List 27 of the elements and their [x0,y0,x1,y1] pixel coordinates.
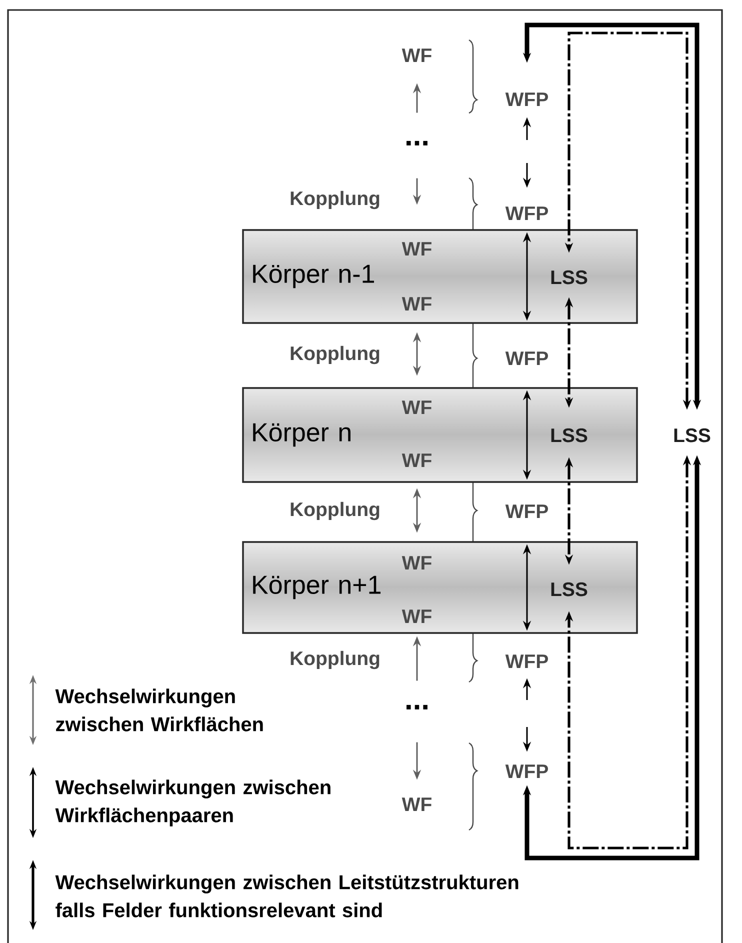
edge-label: Kopplung [288,344,382,366]
node-label: WFP [505,352,548,366]
node-label: WF [402,297,432,311]
edge-label: Kopplung [288,190,382,210]
legend-text: Wechselwirkungen zwischen Leitstützstrukturen falls Felder funktionsrelevant sind [55,874,518,918]
node-label: WFP [505,654,548,668]
node-label: WF [402,798,432,812]
node-label: WF [402,556,432,570]
legend-text: Wechselwirkungen zwischen Wirkflächenpaaren [55,780,330,826]
node-label: WFP [505,764,548,778]
node-label: WFP [505,504,548,518]
node-label: LSS [551,582,588,596]
node-label: WF [402,454,432,468]
legend-text: Wechselwirkungen zwischen Wirkflächen [55,688,263,732]
node-label: WF [402,610,432,624]
node-label: WF [402,242,432,256]
node-label: WFP [505,206,548,220]
node-label: WFP [505,92,548,106]
edge-label: Kopplung [288,500,382,522]
edge-label: Kopplung [288,650,382,670]
node-label: WF [402,400,432,414]
node-label: LSS [551,428,588,442]
node-label: WF [402,48,432,62]
ellipsis: ... [406,140,428,146]
node-label: LSS [551,270,588,284]
node-label: LSS [674,428,710,442]
ellipsis: ... [406,704,428,710]
